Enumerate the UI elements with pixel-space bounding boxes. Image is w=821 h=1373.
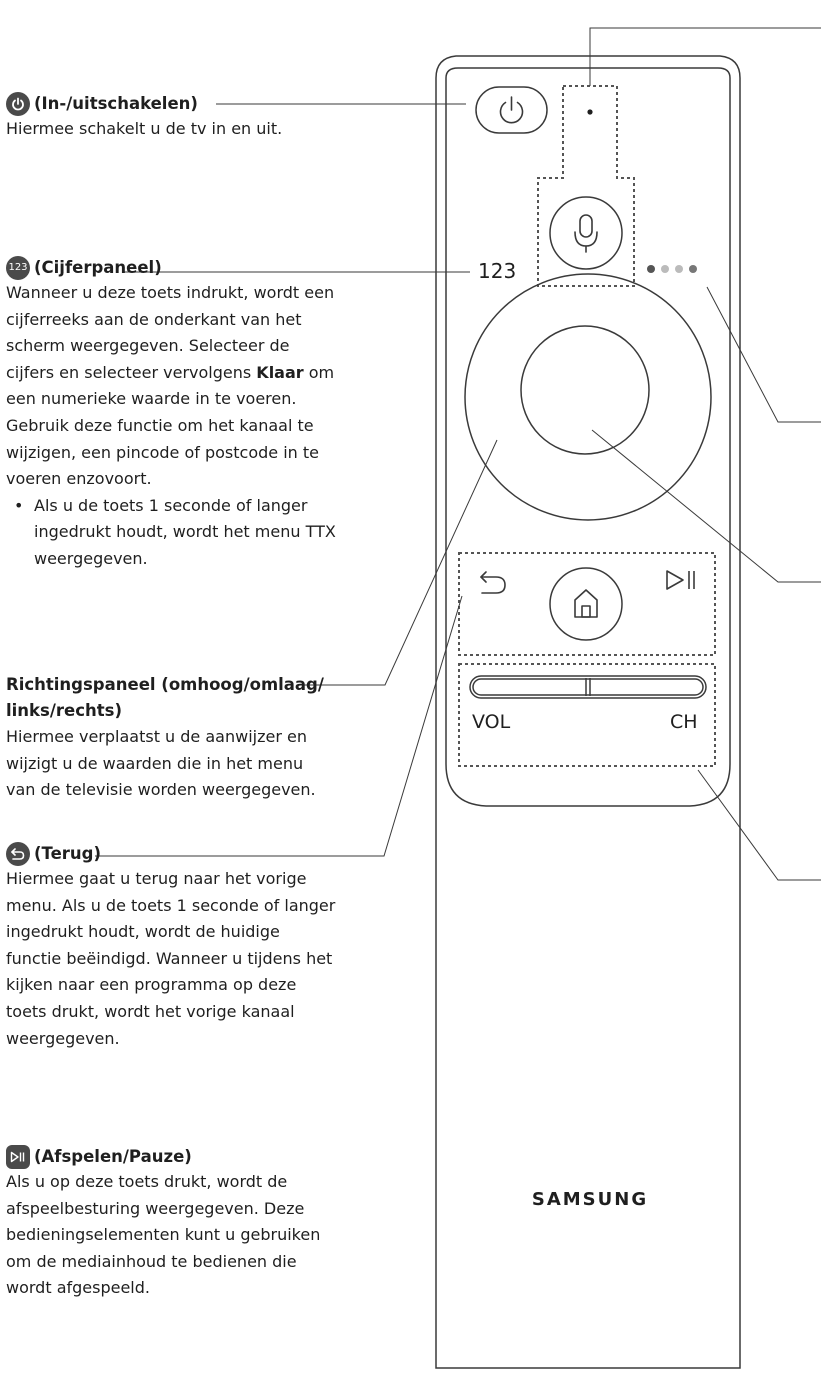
play-pause-icon[interactable]: [666, 570, 695, 590]
section-numpad: 123 (Cijferpaneel) Wanneer u deze toets …: [6, 256, 336, 573]
ch-label: CH: [670, 711, 698, 733]
power-icon: [6, 92, 30, 116]
microphone-icon: [574, 214, 598, 253]
back-icon: [6, 842, 30, 866]
power-title: (In-/uitschakelen): [34, 94, 198, 113]
numpad-bullet: Als u de toets 1 seconde of langer inged…: [6, 493, 336, 573]
play-pause-icon: [6, 1145, 30, 1169]
section-direction: Richtingspaneel (omhoog/omlaag/ links/re…: [6, 672, 336, 804]
power-button[interactable]: [475, 86, 548, 134]
klaar-keyword: Klaar: [256, 362, 304, 382]
control-buttons-area: [458, 552, 716, 656]
home-button[interactable]: [549, 567, 623, 641]
microphone-dot-icon: [587, 109, 593, 115]
back-icon[interactable]: [480, 571, 506, 594]
play-title: (Afspelen/Pauze): [34, 1147, 192, 1166]
indicator-lights: [647, 265, 697, 273]
microphone-area: [537, 85, 635, 287]
power-description: Hiermee schakelt u de tv in en uit.: [6, 119, 283, 138]
back-title: (Terug): [34, 844, 102, 863]
direction-description: Hiermee verplaatst u de aanwijzer en wij…: [6, 727, 316, 800]
select-button[interactable]: [520, 325, 650, 455]
back-description: Hiermee gaat u terug naar het vorige men…: [6, 869, 336, 1048]
direction-title: Richtingspaneel (omhoog/omlaag/ links/re…: [6, 675, 324, 720]
direction-pad[interactable]: [464, 273, 712, 521]
section-back: (Terug) Hiermee gaat u terug naar het vo…: [6, 842, 336, 1052]
callout-lines: [95, 27, 821, 881]
home-icon: [574, 589, 598, 618]
section-power: (In-/uitschakelen) Hiermee schakelt u de…: [6, 92, 336, 143]
samsung-logo: SAMSUNG: [532, 1189, 648, 1210]
vol-ch-rocker[interactable]: [469, 675, 707, 699]
numpad-badge-icon: 123: [6, 256, 30, 280]
vol-label: VOL: [472, 711, 511, 733]
numpad-title: (Cijferpaneel): [34, 258, 162, 277]
vol-ch-area: [458, 663, 716, 767]
remote-body: [435, 55, 741, 1369]
power-icon: [499, 96, 524, 124]
play-description: Als u op deze toets drukt, wordt de afsp…: [6, 1172, 321, 1298]
section-play: (Afspelen/Pauze) Als u op deze toets dru…: [6, 1145, 336, 1302]
voice-button[interactable]: [549, 196, 623, 270]
numpad-label[interactable]: 123: [478, 259, 516, 283]
numpad-description: Wanneer u deze toets indrukt, wordt een …: [6, 283, 335, 489]
